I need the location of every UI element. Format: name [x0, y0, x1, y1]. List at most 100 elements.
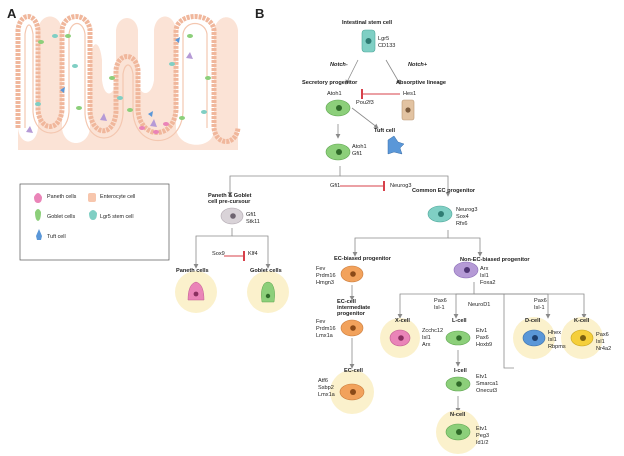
isc-marker-2: CD133: [378, 43, 396, 49]
atoh1-gfi1-cell: [325, 143, 351, 161]
x-branch-marker-2: Isl-1: [434, 305, 445, 311]
d-branch-marker-1: Pax6: [534, 298, 547, 304]
n-cell-title: N-cell: [450, 412, 466, 418]
ec-cell-marker-1: Atf6: [318, 378, 328, 384]
common-ec-marker-2: Sox4: [456, 214, 469, 220]
k-cell-halo: [561, 317, 603, 359]
k-cell-marker-3: Nr4a2: [596, 346, 612, 352]
goblet-legend-icon: [35, 209, 41, 221]
n-cell-halo: [436, 410, 480, 454]
panel-b-label: B: [255, 6, 265, 21]
klf4-label: Klf4: [248, 251, 258, 257]
ec-biased-marker-2: Prdm16: [316, 273, 336, 279]
common-ec-marker-1: Neurog3: [456, 207, 478, 213]
ec-biased-marker-3: Hmgn3: [316, 280, 335, 286]
ec-intermediate-marker-2: Prdm16: [316, 326, 336, 332]
intestinal-epithelium-illustration: [15, 14, 241, 150]
ec-biased-marker-1: Fev: [316, 266, 326, 272]
ec-intermediate-marker-1: Fev: [316, 319, 326, 325]
i-cell-title: I-cell: [454, 368, 467, 374]
x-cell-halo: [380, 318, 420, 358]
i-cell-marker-1: Etv1: [476, 374, 488, 380]
non-ec-marker-3: Foxa2: [480, 280, 496, 286]
non-ec-biased-progenitor-cell: [453, 261, 479, 279]
paneth-legend-icon: [34, 193, 42, 203]
paneth-cells-title: Paneth cells: [176, 268, 209, 274]
i-cell: [445, 376, 471, 392]
goblet-cell-halo: [247, 271, 289, 313]
k-cell-marker-2: Isl1: [596, 339, 605, 345]
ec-cell-marker-3: Lmx1a: [318, 392, 335, 398]
non-ec-marker-2: Isl1: [480, 273, 489, 279]
paneth-goblet-precursor-cell: [220, 207, 244, 225]
d-branch-marker-2: Isl-1: [534, 305, 545, 311]
common-ec-title: Common EC progenitor: [412, 188, 476, 194]
x-branch-marker-1: Pax6: [434, 298, 447, 304]
enterocyte-legend-icon: [88, 193, 96, 202]
isc-title: Intestinal stem cell: [342, 20, 393, 26]
secretory-progenitor-cell: [325, 99, 351, 117]
k-cell-marker-1: Pax6: [596, 332, 609, 338]
legend-box: [19, 183, 170, 261]
secretory-marker: Atoh1: [327, 91, 342, 97]
notch-plus-label: Notch+: [408, 62, 428, 68]
isc-marker-1: Lgr5: [378, 36, 390, 42]
goblet-cells-title: Goblet cells: [250, 268, 282, 274]
absorptive-title: Absorptive lineage: [396, 80, 447, 86]
tuft-title: Tuft cell: [374, 128, 396, 134]
panel-a-label: A: [7, 6, 17, 21]
legend-goblet-label: Goblet cells: [47, 214, 76, 220]
d-cell-halo: [513, 317, 555, 359]
k-cell-title: K-cell: [574, 318, 590, 324]
ec-intermediate-title-3: progenitor: [337, 311, 365, 317]
ec-biased-title: EC-biased progenitor: [334, 256, 391, 262]
d-cell-title: D-cell: [525, 318, 541, 324]
x-cell-marker-3: Arx: [422, 342, 431, 348]
ec-intermediate-marker-3: Lmx1a: [316, 333, 333, 339]
notch-minus-label: Notch-: [330, 62, 348, 68]
legend-tuft-label: Tuft cell: [47, 234, 66, 240]
x-cell-title: X-cell: [395, 318, 410, 324]
paneth-goblet-marker-2: Stk11: [246, 219, 260, 225]
l-cell-marker-2: Pax6: [476, 335, 489, 341]
legend-enterocyte-label: Enterocyte cell: [100, 194, 136, 200]
n-cell-marker-2: Peg3: [476, 433, 490, 439]
secretory-title: Secretory progenitor: [302, 80, 358, 86]
paneth-cell-halo: [175, 271, 217, 313]
absorptive-cell: [401, 99, 415, 121]
neurod1-label: NeuroD1: [468, 302, 491, 308]
i-cell-marker-3: Onecut3: [476, 388, 498, 394]
l-cell-title: L-cell: [452, 318, 467, 324]
d-cell-marker-3: Rbpms: [548, 344, 566, 350]
ec-biased-progenitor-cell: [340, 265, 364, 283]
paneth-goblet-marker-1: Gfi1: [246, 212, 257, 218]
ec-intermediate-title-1: EC-cell: [337, 299, 356, 305]
l-cell-marker-1: Etv1: [476, 328, 488, 334]
atoh1-gfi1-marker-2: Gfi1: [352, 151, 363, 157]
non-ec-title: Non-EC-biased progenitor: [460, 257, 530, 263]
common-ec-progenitor-cell: [427, 205, 453, 223]
common-ec-marker-3: Rfx6: [456, 221, 468, 227]
paneth-goblet-title-1: Paneth & Goblet: [208, 193, 252, 199]
d-cell-marker-2: Isl1: [548, 337, 557, 343]
l-cell: [445, 330, 471, 346]
lgr5-legend-icon: [89, 210, 97, 220]
n-cell-marker-3: Id1/2: [476, 440, 489, 446]
l-cell-marker-3: Hoxb9: [476, 342, 493, 348]
i-cell-marker-2: Smarca1: [476, 381, 499, 387]
ec-intermediate-cell: [340, 319, 364, 337]
pou2f3-label: Pou2f3: [356, 100, 374, 106]
ec-cell-marker-2: Ssbp2: [318, 385, 334, 391]
x-cell-marker-2: Isl1: [422, 335, 431, 341]
atoh1-gfi1-marker-1: Atoh1: [352, 144, 367, 150]
inhibition-lines: [224, 89, 400, 261]
ec-cell-halo: [330, 370, 374, 414]
legend-paneth-label: Paneth cells: [47, 194, 77, 200]
legend-lgr5-label: Lgr5 stem cell: [100, 214, 134, 220]
n-cell-marker-1: Etv1: [476, 426, 488, 432]
paneth-goblet-title-2: cell pre-cursour: [208, 199, 251, 205]
absorptive-marker: Hes1: [403, 91, 417, 97]
non-ec-marker-1: Arx: [480, 266, 489, 272]
ec-intermediate-title-2: intermediate: [337, 305, 371, 311]
